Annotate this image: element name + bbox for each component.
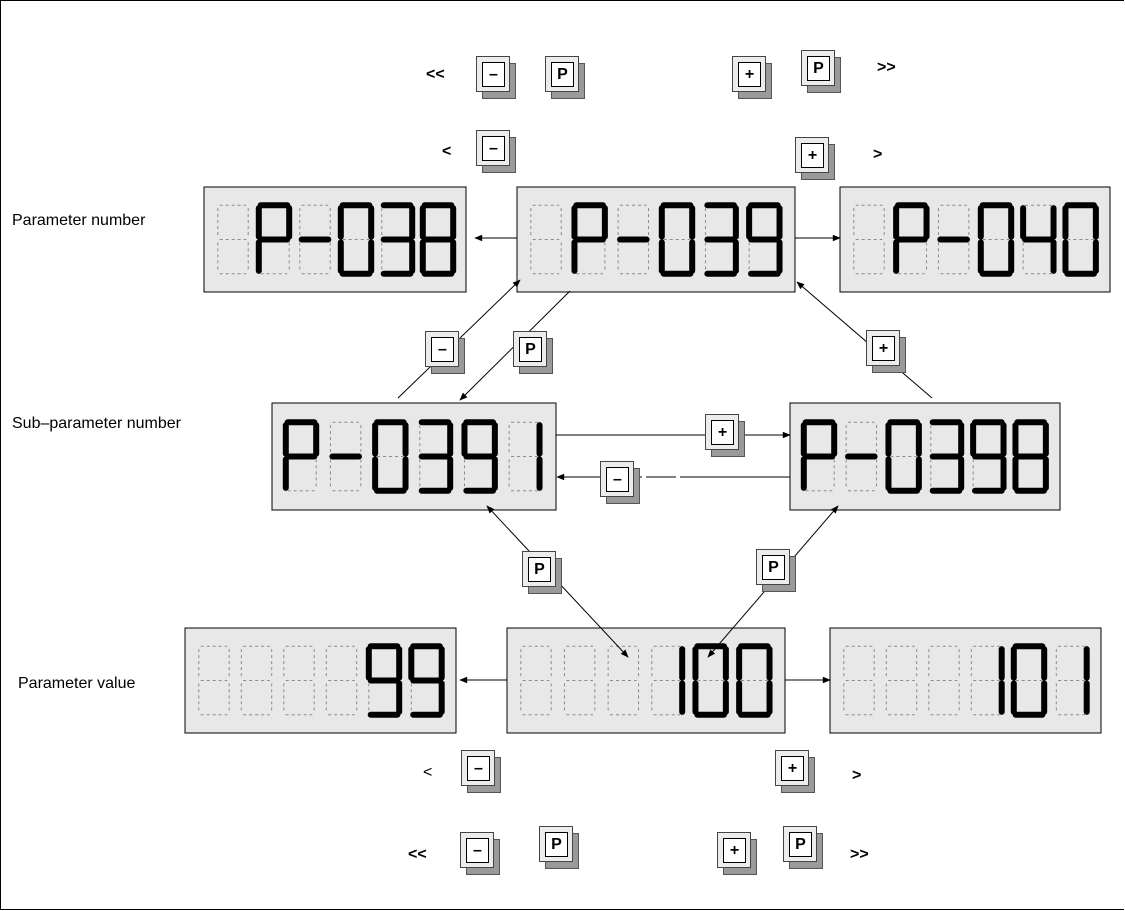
digit-cell xyxy=(419,202,457,277)
digit-cell xyxy=(372,419,409,494)
digit-cell xyxy=(380,202,416,277)
digit-cell xyxy=(1055,645,1090,716)
display-param-next xyxy=(839,186,1111,293)
digit-cell xyxy=(928,645,960,716)
digit-cell xyxy=(329,421,362,492)
minus-key: – xyxy=(476,130,516,173)
digit-cell xyxy=(885,419,922,494)
plus-key: + xyxy=(866,330,906,373)
digit-cell xyxy=(704,202,739,277)
digit-cell xyxy=(1010,643,1048,718)
minus-key: – xyxy=(460,832,500,875)
p-key: P xyxy=(522,551,562,594)
digit-cell xyxy=(530,204,562,275)
step-back-symbol-top: < xyxy=(442,143,452,160)
digit-cell xyxy=(337,202,375,277)
minus-key: – xyxy=(425,331,465,374)
digit-cell xyxy=(255,202,293,275)
digit-cell xyxy=(977,202,1015,277)
digit-cell xyxy=(853,204,885,275)
plus-key: + xyxy=(705,414,745,457)
display-value-next xyxy=(829,627,1102,734)
digit-cell xyxy=(929,419,965,494)
plus-key: + xyxy=(795,137,835,180)
digit-cell xyxy=(298,204,332,275)
digit-cell xyxy=(283,645,315,716)
minus-key: – xyxy=(476,56,516,99)
step-back-symbol-bottom: < xyxy=(423,764,433,781)
fast-forward-symbol-top: >> xyxy=(877,59,896,76)
digit-cell xyxy=(845,421,878,492)
label-parameter-number: Parameter number xyxy=(12,212,146,229)
p-key: P xyxy=(545,56,585,99)
digit-cell xyxy=(240,645,273,716)
digit-cell xyxy=(282,419,320,492)
label-sub-parameter-number: Sub–parameter number xyxy=(12,415,181,432)
digit-cell xyxy=(937,204,970,275)
display-subparam-first xyxy=(271,402,557,511)
digit-cell xyxy=(1012,419,1049,494)
plus-key: + xyxy=(732,56,772,99)
digit-cell xyxy=(365,643,403,718)
p-key: P xyxy=(801,50,841,93)
digit-cell xyxy=(893,202,930,275)
p-key: P xyxy=(783,826,823,869)
digit-cell xyxy=(617,204,650,275)
digit-cell xyxy=(461,419,498,494)
plus-key: + xyxy=(775,750,815,793)
digit-cell xyxy=(217,204,249,275)
fast-back-symbol-top: << xyxy=(426,66,445,83)
digit-cell xyxy=(1020,204,1057,275)
digit-cell xyxy=(800,419,838,492)
display-value-current xyxy=(506,627,786,734)
minus-key: – xyxy=(600,461,640,504)
digit-cell xyxy=(970,419,1007,494)
minus-key: – xyxy=(461,750,501,793)
digit-cell xyxy=(508,421,543,492)
digit-cell xyxy=(325,645,358,716)
display-param-prev xyxy=(203,186,467,293)
p-key: P xyxy=(539,826,579,869)
digit-cell xyxy=(970,645,1005,716)
step-forward-symbol-top: > xyxy=(873,146,883,163)
arrow-last-to-param-plus xyxy=(796,281,933,399)
display-value-prev xyxy=(184,627,457,734)
digit-cell xyxy=(1062,202,1099,277)
p-key: P xyxy=(513,331,553,374)
p-key: P xyxy=(756,549,796,592)
digit-cell xyxy=(418,419,454,494)
digit-cell xyxy=(746,202,783,277)
digit-cell xyxy=(408,643,445,718)
digit-cell xyxy=(885,645,918,716)
digit-cell xyxy=(658,202,696,277)
digit-cell xyxy=(651,645,686,716)
digit-cell xyxy=(843,645,875,716)
display-param-current xyxy=(516,186,796,293)
fast-forward-symbol-bottom: >> xyxy=(850,846,869,863)
plus-key: + xyxy=(717,832,757,875)
display-subparam-last xyxy=(789,402,1061,511)
digit-cell xyxy=(198,645,230,716)
step-forward-symbol-bottom: > xyxy=(852,767,862,784)
digit-cell xyxy=(571,202,608,275)
label-parameter-value: Parameter value xyxy=(18,675,136,692)
fast-back-symbol-bottom: << xyxy=(408,846,427,863)
